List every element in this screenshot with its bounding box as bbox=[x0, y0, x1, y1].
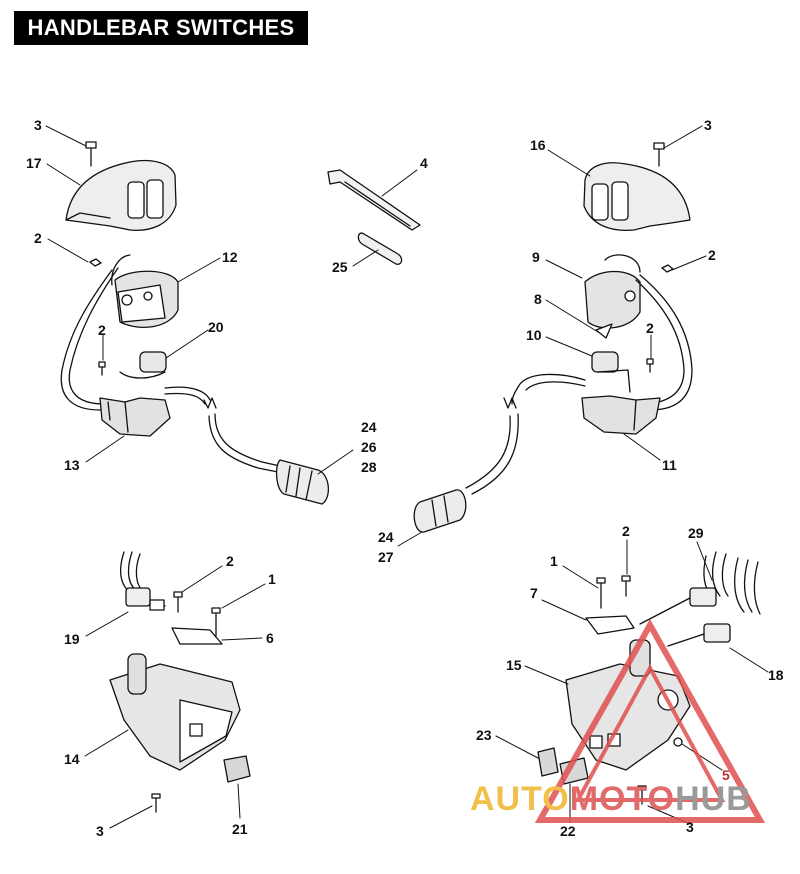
callout-20: 20 bbox=[208, 319, 224, 335]
switch-assembly-9 bbox=[584, 254, 641, 329]
callout-24: 24 bbox=[378, 529, 394, 545]
tube-25 bbox=[357, 232, 403, 265]
switch-housing-14 bbox=[109, 653, 241, 771]
callout-2: 2 bbox=[226, 553, 234, 569]
cover-8 bbox=[595, 323, 613, 339]
callout-29: 29 bbox=[688, 525, 704, 541]
callout-4: 4 bbox=[420, 155, 428, 171]
switch-housing-13 bbox=[99, 397, 171, 437]
connector-24-27 bbox=[413, 489, 467, 533]
callout-28: 28 bbox=[361, 459, 377, 475]
callout-18: 18 bbox=[768, 667, 784, 683]
callout-22: 22 bbox=[560, 823, 576, 839]
callout-14: 14 bbox=[64, 751, 80, 767]
callout-2: 2 bbox=[622, 523, 630, 539]
watermark-moto: MOTO bbox=[569, 780, 676, 818]
switch-housing-11 bbox=[581, 395, 661, 435]
screw-3-left bbox=[85, 141, 97, 167]
callout-1: 1 bbox=[550, 553, 558, 569]
callout-5: 5 bbox=[722, 767, 730, 783]
leader-lines bbox=[45, 125, 769, 829]
callout-15: 15 bbox=[506, 657, 522, 673]
watermark-hub: HUB bbox=[675, 780, 752, 818]
callout-27: 27 bbox=[378, 549, 394, 565]
screw-2-right-b bbox=[646, 358, 654, 373]
callout-6: 6 bbox=[266, 630, 274, 646]
callout-17: 17 bbox=[26, 155, 42, 171]
screw-1-lower-right bbox=[596, 577, 606, 609]
cable-left bbox=[164, 386, 211, 401]
screw-2-left-b bbox=[98, 361, 106, 376]
callout-19: 19 bbox=[64, 631, 80, 647]
cable-right bbox=[511, 373, 586, 405]
callout-10: 10 bbox=[526, 327, 542, 343]
watermark-triangle bbox=[534, 618, 766, 823]
switch-housing-15 bbox=[565, 639, 691, 771]
callout-12: 12 bbox=[222, 249, 238, 265]
diagram-title: HANDLEBAR SWITCHES bbox=[14, 11, 308, 45]
wire-loop-left bbox=[60, 269, 121, 411]
callout-21: 21 bbox=[232, 821, 248, 837]
bracket-7 bbox=[585, 615, 635, 635]
button-21 bbox=[223, 755, 251, 783]
screw-2-left-a bbox=[89, 258, 102, 267]
callout-13: 13 bbox=[64, 457, 80, 473]
callout-2: 2 bbox=[98, 322, 106, 338]
callout-23: 23 bbox=[476, 727, 492, 743]
callout-11: 11 bbox=[662, 457, 677, 473]
callout-2: 2 bbox=[708, 247, 716, 263]
screw-3-right bbox=[653, 142, 665, 167]
harness-19 bbox=[119, 551, 166, 611]
watermark-auto: AUTO bbox=[470, 780, 570, 818]
callout-3: 3 bbox=[686, 819, 694, 835]
button-23 bbox=[537, 747, 559, 777]
connector-24-26-28 bbox=[275, 459, 329, 505]
callout-24: 24 bbox=[361, 419, 377, 435]
callout-1: 1 bbox=[268, 571, 276, 587]
wire-loop-right bbox=[639, 274, 693, 411]
screw-3-lower-left bbox=[151, 793, 161, 813]
harness-18 bbox=[667, 557, 761, 647]
callout-8: 8 bbox=[534, 291, 542, 307]
switch-cover-17 bbox=[65, 159, 177, 231]
callout-16: 16 bbox=[530, 137, 546, 153]
watermark-logo: AUTOMOTOHUB bbox=[470, 780, 752, 819]
callout-3: 3 bbox=[96, 823, 104, 839]
harness-29 bbox=[639, 551, 729, 625]
switch-cover-16 bbox=[583, 162, 691, 232]
screw-2-right-a bbox=[661, 264, 674, 273]
callout-26: 26 bbox=[361, 439, 377, 455]
callout-7: 7 bbox=[530, 585, 538, 601]
callout-labels: 3 17 2 12 2 20 13 24 26 28 4 25 16 3 2 9… bbox=[26, 117, 784, 839]
screw-2-lower-left bbox=[173, 591, 183, 613]
callout-3: 3 bbox=[704, 117, 712, 133]
screw-2-lower-right bbox=[621, 575, 631, 597]
callout-2: 2 bbox=[34, 230, 42, 246]
callout-9: 9 bbox=[532, 249, 540, 265]
cable-strap-4 bbox=[327, 169, 421, 231]
screw-5 bbox=[673, 737, 683, 747]
diagram-title-text: HANDLEBAR SWITCHES bbox=[27, 15, 295, 40]
connector-20 bbox=[119, 351, 167, 379]
bracket-6 bbox=[171, 627, 223, 645]
callout-3: 3 bbox=[34, 117, 42, 133]
screw-1-lower-left bbox=[211, 607, 221, 637]
callout-25: 25 bbox=[332, 259, 348, 275]
callout-2: 2 bbox=[646, 320, 654, 336]
switch-assembly-12 bbox=[111, 254, 179, 328]
connector-10 bbox=[591, 351, 631, 393]
